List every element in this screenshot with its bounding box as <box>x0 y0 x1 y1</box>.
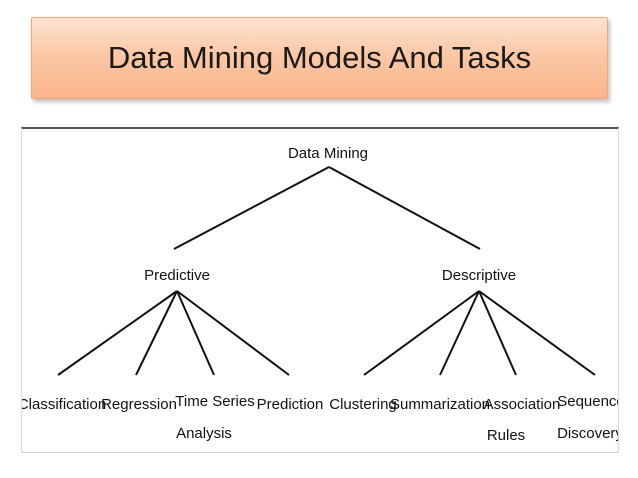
edge-predictive-regression <box>135 290 178 376</box>
slide-title: Data Mining Models And Tasks <box>107 40 532 75</box>
edge-descriptive-association-rules <box>478 290 517 376</box>
data-mining-tree-diagram: Data Mining Predictive Descriptive Class… <box>22 145 618 444</box>
leaf-classification: Classification <box>22 396 106 413</box>
edge-root-predictive <box>173 166 330 250</box>
edge-predictive-time-series <box>176 290 215 376</box>
leaf-time-series-line2: Analysis <box>176 425 232 442</box>
leaf-sequence-line1: Sequence <box>557 393 618 410</box>
edge-root-descriptive <box>328 166 481 250</box>
leaf-prediction: Prediction <box>257 396 324 413</box>
predictive-node-label: Predictive <box>144 267 210 284</box>
root-node-label: Data Mining <box>288 145 368 162</box>
leaf-regression: Regression <box>101 396 177 413</box>
edge-predictive-classification <box>57 290 178 376</box>
edge-predictive-prediction <box>176 290 290 376</box>
leaf-association-line2: Rules <box>487 427 525 444</box>
descriptive-node-label: Descriptive <box>442 267 516 284</box>
edge-descriptive-clustering <box>363 290 480 376</box>
diagram-frame: Data Mining Predictive Descriptive Class… <box>21 127 619 453</box>
leaf-summarization: Summarization <box>390 396 490 413</box>
leaf-sequence-line2: Discovery <box>557 425 618 442</box>
title-box: Data Mining Models And Tasks <box>31 17 608 99</box>
leaf-clustering: Clustering <box>329 396 397 413</box>
edge-descriptive-sequence-discovery <box>478 290 596 376</box>
leaf-time-series-line1: Time Series <box>175 393 254 410</box>
leaf-association-line1: Association <box>484 396 561 413</box>
edge-descriptive-summarization <box>439 290 480 376</box>
